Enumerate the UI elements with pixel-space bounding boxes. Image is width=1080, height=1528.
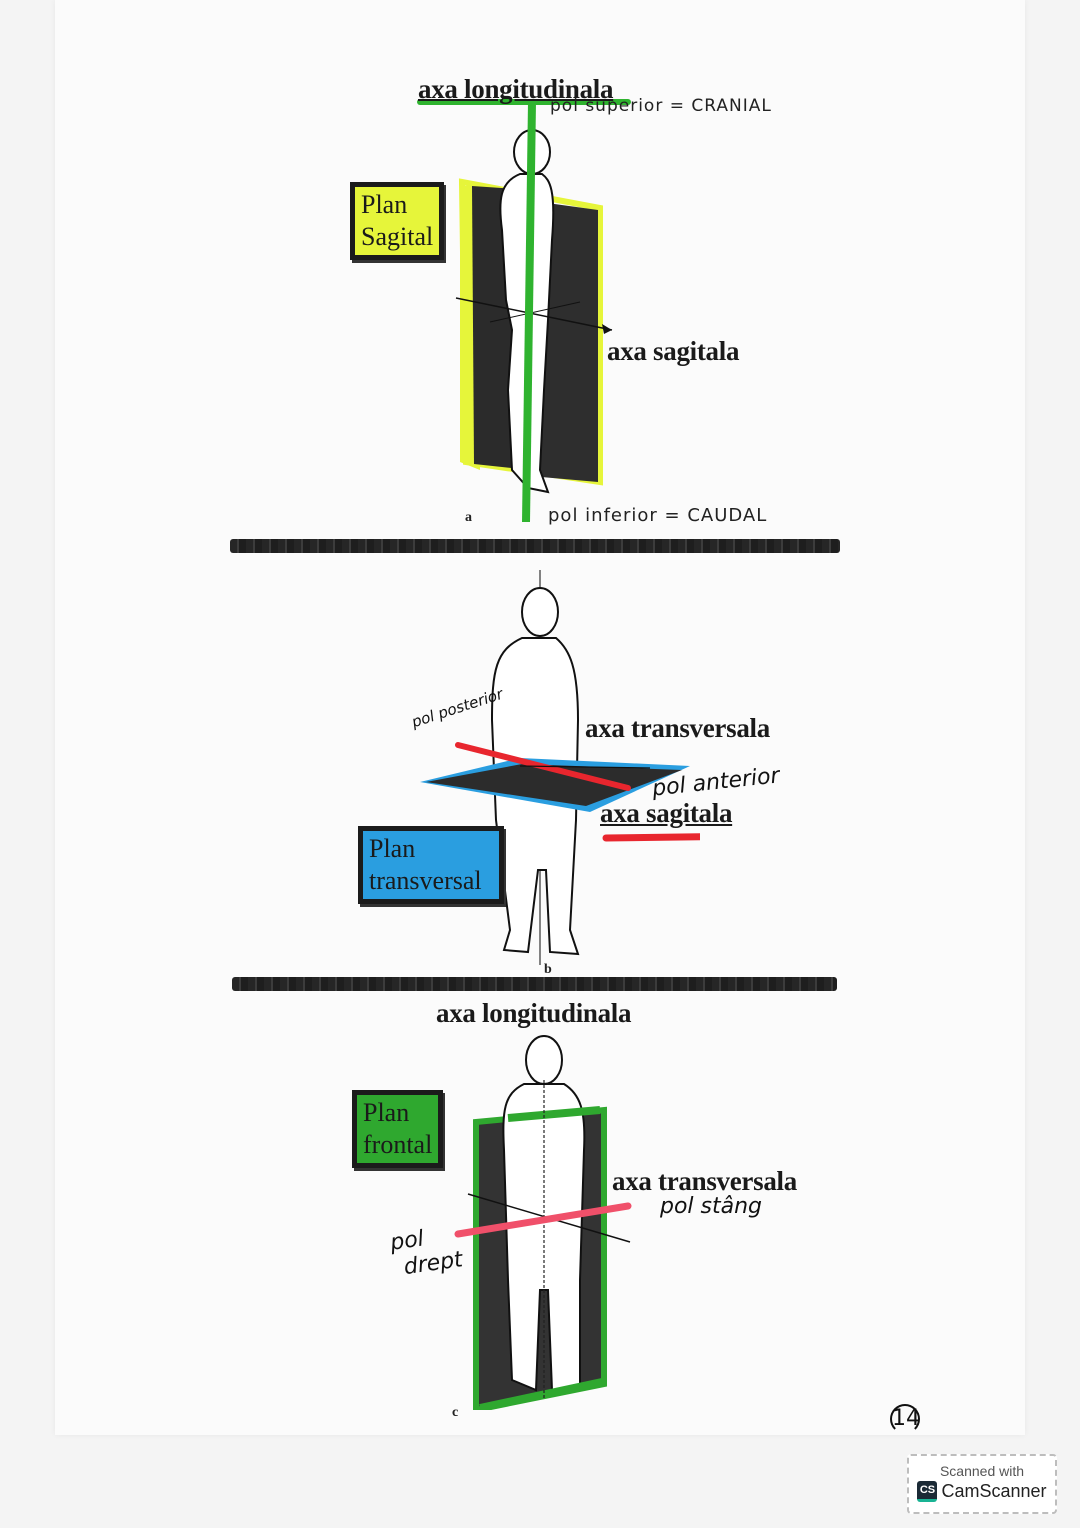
axis-sagittal-label: axa sagitala: [607, 336, 740, 366]
plane-sagittal-label: Plan Sagital: [350, 182, 445, 260]
plane-transversal-label: Plan transversal: [358, 826, 504, 904]
pole-superior-note: pol superior = CRANIAL: [550, 96, 772, 116]
axis-longitudinal-label: axa longitudinala: [418, 74, 614, 104]
plane-label-line2: transversal: [369, 866, 482, 895]
plane-label-line1: Plan: [361, 190, 408, 219]
plane-frontal-label: Plan frontal: [352, 1090, 444, 1168]
pole-right-note: pol drept: [389, 1221, 465, 1282]
pole-left-note: pol stâng: [660, 1194, 763, 1219]
watermark-brand: CamScanner: [941, 1481, 1047, 1501]
plane-label-line2: Sagital: [361, 222, 434, 251]
figure-letter-b: b: [544, 962, 552, 977]
figure-a-drawing: [417, 99, 631, 523]
plane-label-line1: Plan: [363, 1098, 410, 1127]
axis-sagittal-label-b: axa sagitala: [600, 798, 733, 828]
page-number: 14: [890, 1404, 920, 1434]
axis-transversal-label: axa transversala: [585, 713, 770, 743]
axis-transversal-label-c: axa transversala: [612, 1166, 797, 1196]
axis-longitudinal-label-c: axa longitudinala: [436, 998, 632, 1028]
plane-label-line1: Plan: [369, 834, 416, 863]
camscanner-watermark: Scanned with CS CamScanner: [907, 1454, 1057, 1514]
watermark-caption: Scanned with: [939, 1463, 1025, 1479]
camscanner-logo-icon: CS: [917, 1481, 938, 1502]
figure-letter-c: c: [452, 1405, 459, 1420]
figure-letter-a: a: [465, 510, 472, 525]
plane-label-line2: frontal: [363, 1130, 433, 1159]
pole-inferior-note: pol inferior = CAUDAL: [548, 505, 768, 526]
figure-b-drawing: [420, 570, 700, 965]
figure-c-drawing: [454, 1035, 632, 1410]
section-divider: [232, 977, 837, 991]
section-divider: [230, 539, 840, 553]
